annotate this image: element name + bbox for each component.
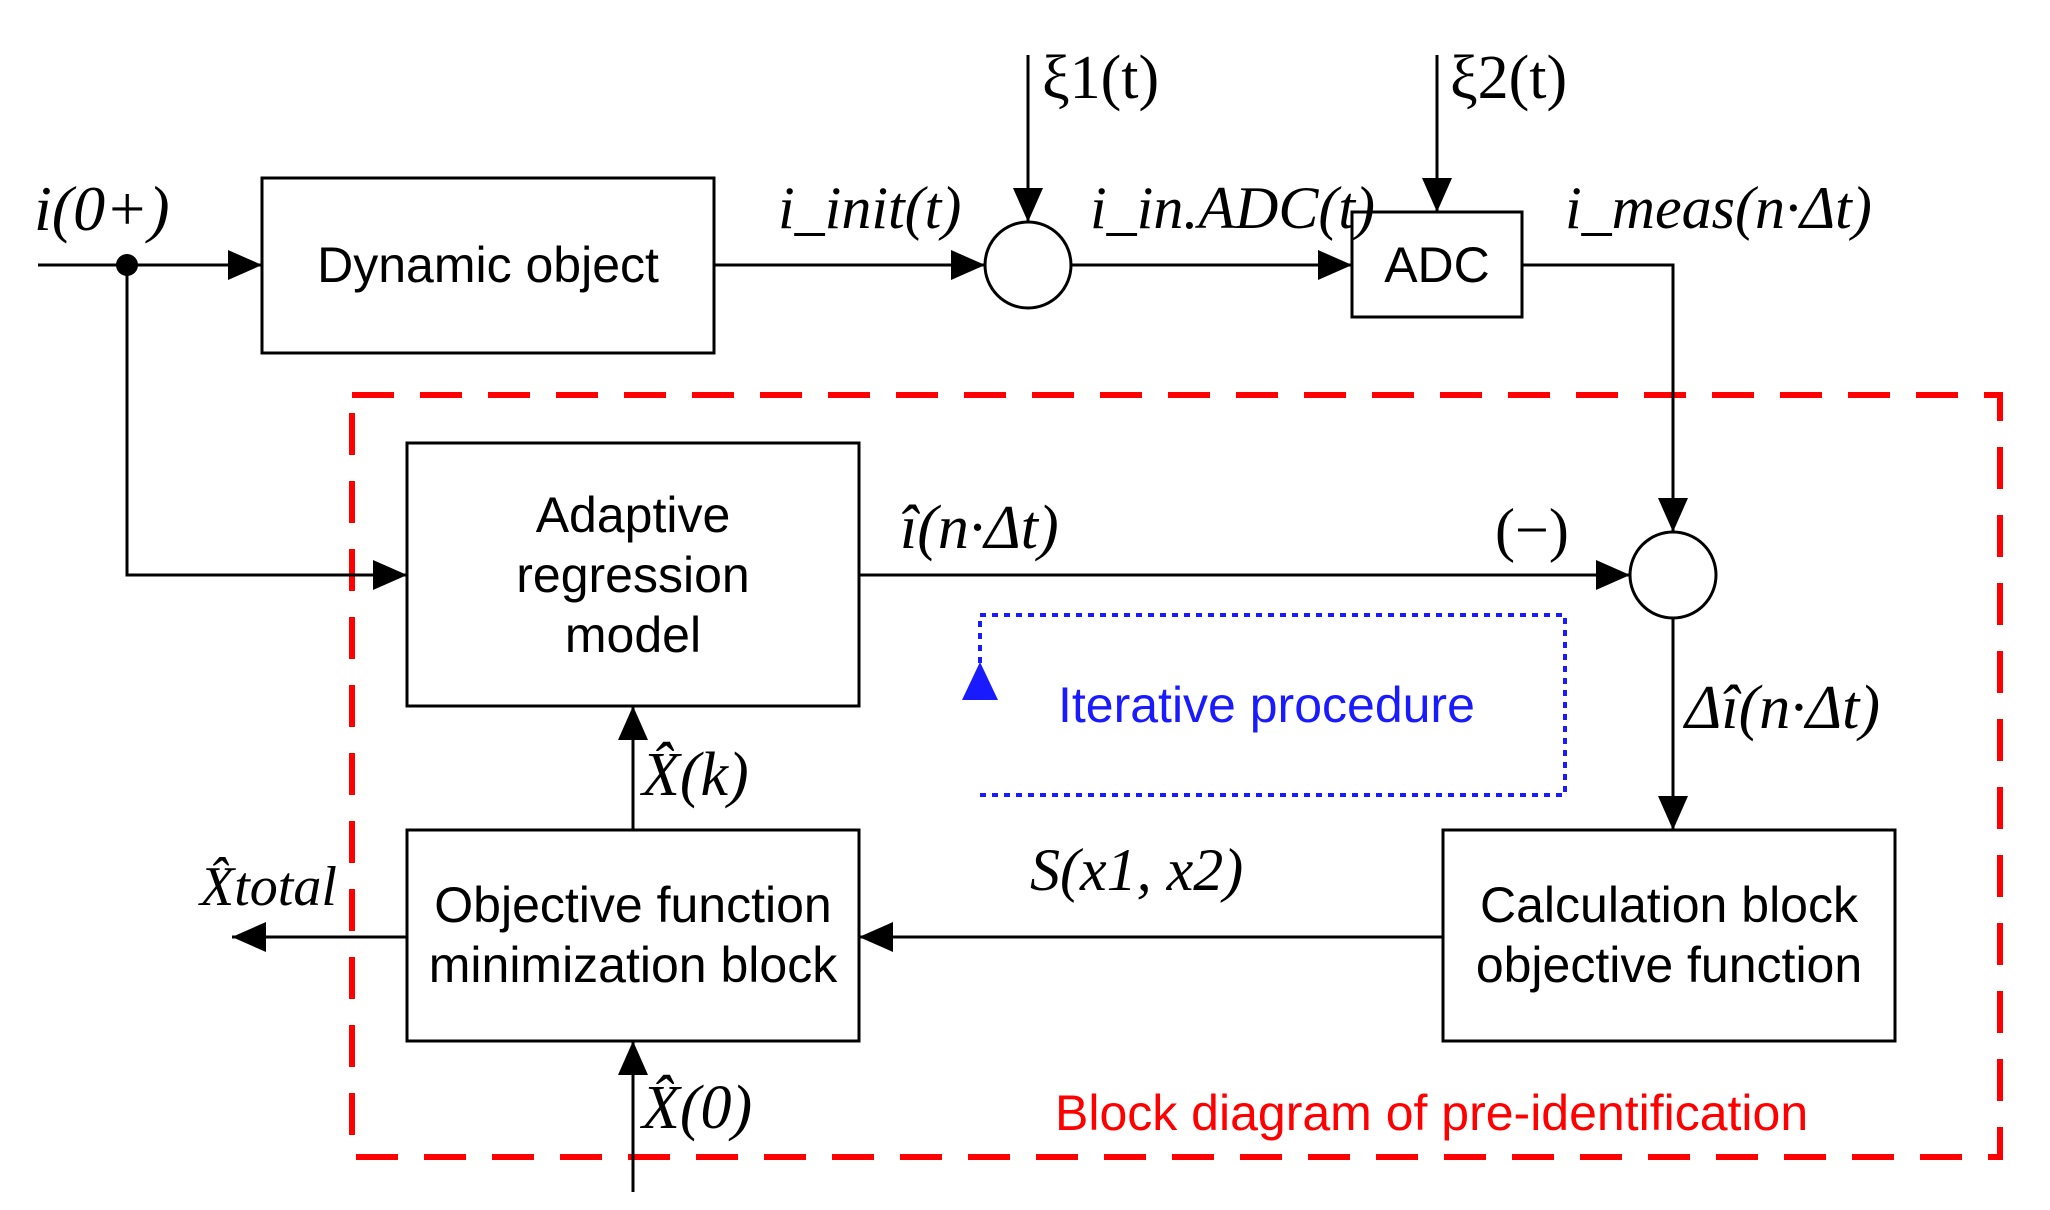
x-hat-0-label: X̂(0) [639, 1074, 752, 1142]
arrow-icon [859, 922, 893, 952]
sum-node-noise1 [983, 220, 1073, 310]
arrow-icon [373, 560, 407, 590]
arrow-icon [228, 250, 262, 280]
calculation-label-line1: Calculation block [1480, 877, 1859, 933]
arrow-icon [1596, 560, 1630, 590]
arrow-icon [1013, 188, 1043, 222]
x-hat-total-label: X̂total [198, 856, 337, 918]
iterative-procedure-label: Iterative procedure [1058, 677, 1475, 733]
minimization-label-line2: minimization block [429, 937, 838, 993]
model-label-line2: regression [516, 547, 749, 603]
xi1-label: ξ1(t) [1042, 44, 1159, 112]
i-in-adc-label: i_in.ADC(t) [1090, 175, 1375, 241]
dynamic-object-block [260, 176, 716, 355]
arrow-icon [232, 922, 266, 952]
x-hat-k-label: X̂(k) [639, 741, 749, 809]
adc-label: ADC [1384, 237, 1490, 293]
i-init-label: i_init(t) [778, 175, 961, 241]
arrow-icon [1658, 498, 1688, 532]
arrow-icon [1422, 178, 1452, 212]
arrow-icon [1658, 796, 1688, 830]
pre-identification-label: Block diagram of pre-identification [1055, 1085, 1808, 1141]
delta-i-hat-label: Δî(n·Δt) [1682, 674, 1880, 742]
input-to-model-wire [125, 265, 407, 577]
difference-node [1628, 530, 1718, 620]
minus-label: (−) [1495, 497, 1569, 563]
i-hat-label: î(n·Δt) [900, 494, 1059, 562]
xi2-label: ξ2(t) [1450, 44, 1567, 112]
arrow-icon [1318, 250, 1352, 280]
arrow-icon [951, 250, 985, 280]
arrow-icon [618, 1041, 648, 1075]
dynamic-object-label: Dynamic object [317, 237, 659, 293]
adc-block [1350, 210, 1524, 319]
i-meas-wire [1522, 263, 1675, 532]
iterative-arrow-icon [962, 662, 998, 700]
arrow-icon [618, 706, 648, 740]
minimization-label-line1: Objective function [434, 877, 831, 933]
model-label-line3: model [565, 607, 701, 663]
s-label: S(x1, x2) [1030, 837, 1243, 903]
calculation-block [1441, 828, 1897, 1043]
i-meas-label: i_meas(n·Δt) [1565, 175, 1872, 241]
pre-identification-frame [349, 392, 2003, 1160]
calculation-label-line2: objective function [1476, 937, 1862, 993]
objective-minimization-block [405, 828, 861, 1043]
model-label-line1: Adaptive [536, 487, 731, 543]
iterative-loop [978, 613, 1567, 797]
input-signal-label: i(0+) [34, 173, 170, 244]
